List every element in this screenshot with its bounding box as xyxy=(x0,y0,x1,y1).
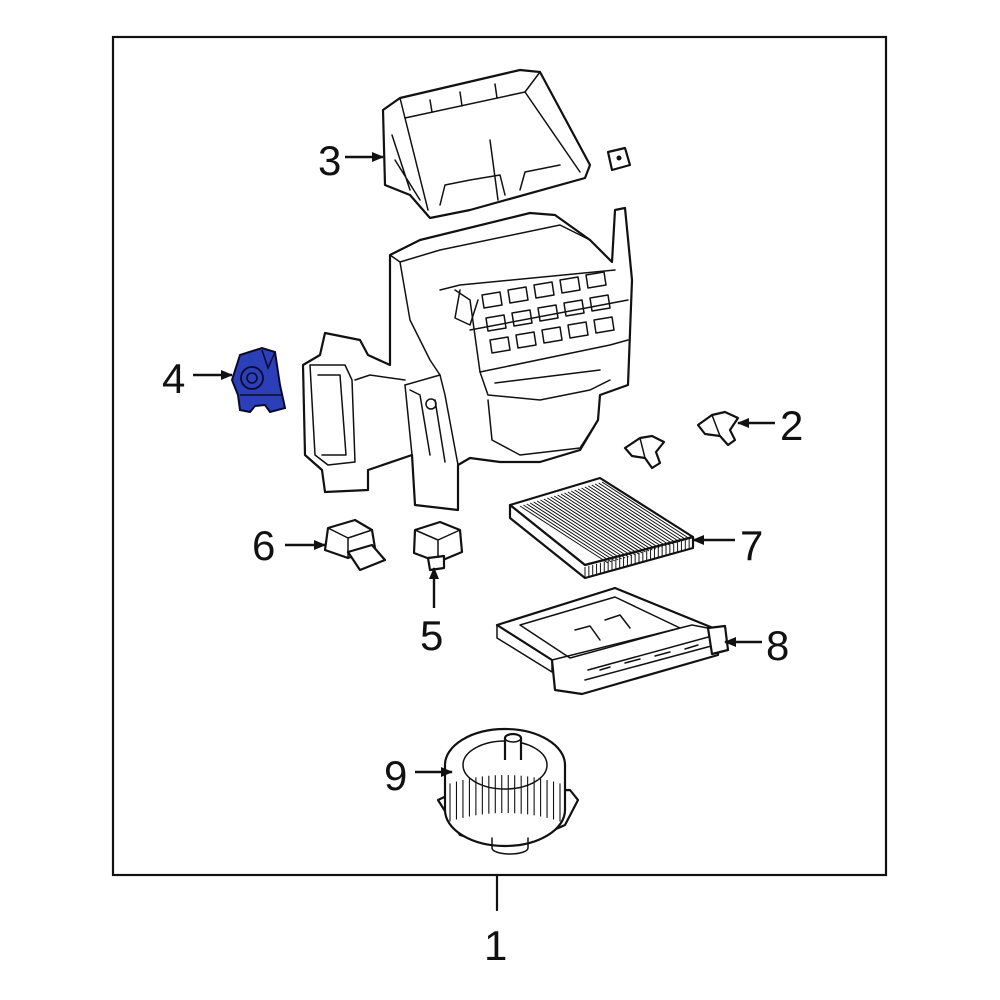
callout-6: 6 xyxy=(252,522,275,569)
part-8-evaporator-case[interactable] xyxy=(495,586,730,696)
callout-9: 9 xyxy=(384,752,407,799)
callout-8: 8 xyxy=(766,622,789,669)
part-7-cabin-air-filter[interactable] xyxy=(508,476,695,580)
callout-3: 3 xyxy=(318,137,341,184)
part-5-relay[interactable] xyxy=(412,520,464,572)
part-9-blower-motor[interactable] xyxy=(436,727,580,855)
part-3-upper-case[interactable] xyxy=(381,68,592,220)
part-2-clip-b[interactable] xyxy=(623,434,666,470)
callout-2: 2 xyxy=(780,402,803,449)
part-2-clip-a[interactable] xyxy=(696,410,740,447)
part-6-connector[interactable] xyxy=(323,518,387,572)
blower-housing[interactable] xyxy=(301,206,634,512)
diagram-frame xyxy=(111,35,888,877)
callout-1: 1 xyxy=(484,922,507,969)
part-3-clip[interactable] xyxy=(606,146,632,172)
part-4-blower-resistor[interactable] xyxy=(230,346,287,414)
callout-5: 5 xyxy=(420,612,443,659)
callout-7: 7 xyxy=(740,522,763,569)
callout-4: 4 xyxy=(162,355,185,402)
